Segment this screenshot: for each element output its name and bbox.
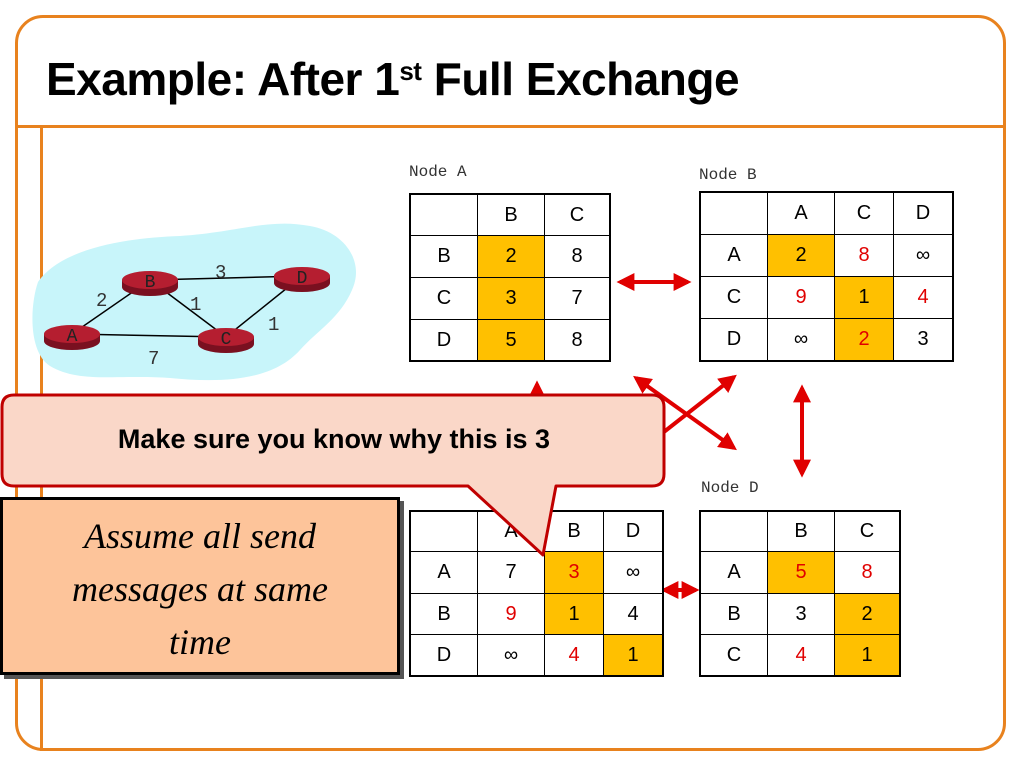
network-cloud [32,223,356,381]
edge-cost-b-c: 1 [190,294,201,316]
table-row-label: D [699,318,768,362]
table-cell: 9 [767,276,835,319]
edge-cost-a-b: 2 [96,290,107,312]
slide-frame [15,15,1006,751]
note-line: time [169,622,231,662]
table-cell: 7 [544,277,611,320]
table-cell: 3 [477,277,545,320]
router-node-d: D [274,267,330,292]
arrow-a-d-cross [633,375,737,451]
table-header-cell [409,510,478,552]
table-cell: 3 [767,593,835,635]
node-b-label: Node B [699,166,757,184]
table-cell: ∞ [893,234,954,277]
table-row-label: A [699,234,768,277]
table-row-label: B [699,593,768,635]
table-header-cell: D [603,510,664,552]
table-cell: 1 [603,634,664,677]
table-cell: 2 [767,234,835,277]
table-row-label: C [409,277,478,320]
router-node-b: B [122,271,178,296]
table-header-cell [699,191,768,235]
callout-text: Make sure you know why this is 3 [117,424,551,454]
table-cell: ∞ [767,318,835,362]
table-cell: 3 [893,318,954,362]
router-node-a: A [44,325,100,350]
table-cell: 2 [834,593,901,635]
router-label: C [221,330,232,350]
router-node-c: C [198,328,254,353]
table-cell: 2 [477,235,545,278]
slide-title: Example: After 1st Full Exchange [46,53,740,105]
table-header-cell: B [544,510,604,552]
table-cell: 4 [893,276,954,319]
table-header-cell [699,510,768,552]
note-line: Assume all send [84,516,316,556]
title-divider [15,125,1006,128]
table-cell: 8 [544,319,611,362]
table-cell: 3 [544,551,604,594]
table-cell: 8 [544,235,611,278]
table-cell: 4 [603,593,664,635]
note-line: messages at same [72,569,328,609]
table-cell: 2 [834,318,894,362]
table-cell: ∞ [477,634,545,677]
table-header-cell: B [477,193,545,236]
table-cell: 5 [767,551,835,594]
edge-cost-a-c: 7 [148,348,159,370]
node-a-label: Node A [409,163,467,181]
table-header-cell: A [767,191,835,235]
router-label: B [145,273,156,293]
table-cell: 1 [834,634,901,677]
table-row-label: D [409,319,478,362]
edge-cost-c-d: 1 [268,314,279,336]
table-cell: 8 [834,234,894,277]
table-cell: 9 [477,593,545,635]
table-row-label: A [409,551,478,594]
table-row-label: B [409,593,478,635]
note-box [0,497,400,675]
node-d-label: Node D [701,479,759,497]
note-text: Assume all send messages at same time [0,510,400,669]
table-cell: 1 [544,593,604,635]
table-header-cell: C [544,193,611,236]
table-cell: ∞ [603,551,664,594]
table-cell: 4 [544,634,604,677]
table-cell: 1 [834,276,894,319]
edge-cost-b-d: 3 [215,262,226,284]
table-row-label: C [699,634,768,677]
router-label: D [297,269,308,289]
table-cell: 5 [477,319,545,362]
table-header-cell [409,193,478,236]
table-row-label: D [409,634,478,677]
router-label: A [67,327,78,347]
table-cell: 4 [767,634,835,677]
table-header-cell: C [834,510,901,552]
